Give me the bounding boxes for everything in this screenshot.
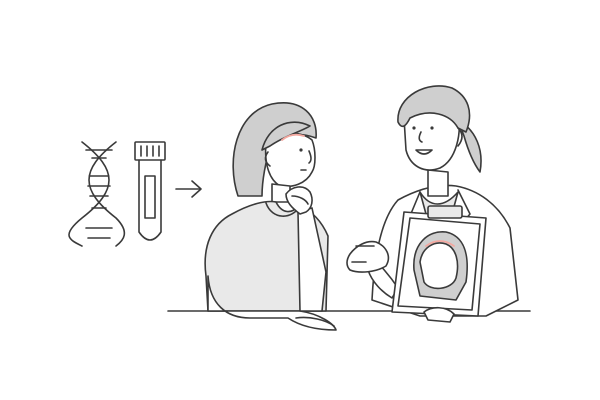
doctor-hair-ponytail [457,119,482,173]
patient-figure [204,102,337,331]
patient-brow-accent [281,133,305,141]
test-tube-icon [134,141,166,241]
clipboard-icon [391,205,487,323]
portrait-brow-accent [425,240,455,247]
dna-helix-icon [68,141,126,247]
doctor-gesture-hand [346,240,390,273]
arrow-right-icon [175,180,202,198]
